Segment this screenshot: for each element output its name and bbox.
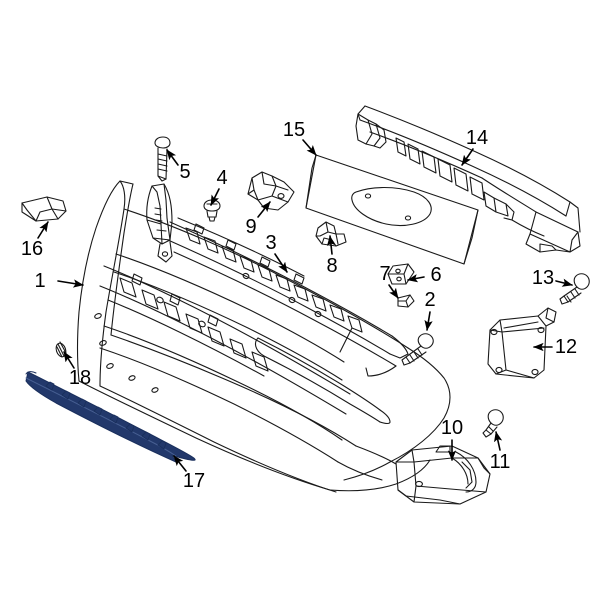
callout-number-15[interactable]: 15 <box>282 119 306 141</box>
callout-number-5[interactable]: 5 <box>179 161 191 183</box>
callout-arrow-14 <box>461 148 474 166</box>
part-7-spacer-clip <box>397 294 415 308</box>
callout-number-18[interactable]: 18 <box>68 367 92 389</box>
part-16-corner-end-bracket <box>21 196 67 222</box>
callout-arrow-3 <box>274 253 288 273</box>
callout-number-17[interactable]: 17 <box>182 470 206 492</box>
part-3b-lower-absorber-bar <box>99 265 351 415</box>
part-14-bumper-reinforcement-bar <box>355 105 581 253</box>
part-6-side-retainer-bracket <box>387 263 415 285</box>
callout-number-12[interactable]: 12 <box>554 336 578 358</box>
part-10-fog-lamp-trim-cover <box>395 445 491 505</box>
callout-number-7[interactable]: 7 <box>379 263 391 285</box>
part-12-side-air-duct <box>487 307 557 379</box>
callout-number-10[interactable]: 10 <box>440 417 464 439</box>
callout-arrow-8 <box>326 235 336 255</box>
callout-number-3[interactable]: 3 <box>265 232 277 254</box>
callout-number-4[interactable]: 4 <box>216 167 228 189</box>
callout-arrow-7 <box>388 284 399 299</box>
part-3-bumper-impact-absorber <box>146 183 409 377</box>
part-9-headlamp-side-bracket <box>247 171 295 211</box>
callout-number-11[interactable]: 11 <box>489 451 511 473</box>
part-17-lower-spoiler-valance <box>25 371 196 463</box>
callout-arrow-1 <box>57 279 84 288</box>
callout-number-1[interactable]: 1 <box>34 270 46 292</box>
callout-arrow-6 <box>407 274 425 283</box>
callout-arrow-9 <box>257 201 271 218</box>
callout-arrow-18 <box>63 351 75 369</box>
callout-arrow-13 <box>555 278 573 287</box>
callout-arrow-16 <box>37 221 49 239</box>
part-13-bolt <box>559 273 590 305</box>
callout-arrow-11 <box>494 431 503 451</box>
callout-number-6[interactable]: 6 <box>430 264 442 286</box>
callout-number-13[interactable]: 13 <box>531 267 555 289</box>
part-18-grommet-clip <box>55 341 67 358</box>
callout-arrow-15 <box>302 139 317 156</box>
callout-number-9[interactable]: 9 <box>245 216 257 238</box>
callout-number-2[interactable]: 2 <box>424 289 436 311</box>
callout-number-14[interactable]: 14 <box>465 127 489 149</box>
callout-arrow-4 <box>210 188 220 206</box>
part-1-front-bumper-cover <box>76 180 451 493</box>
part-11-bolt <box>482 409 504 438</box>
part-15-lower-deflector-panel <box>305 154 479 265</box>
part-5-bolt <box>154 136 171 182</box>
callout-number-8[interactable]: 8 <box>326 255 338 277</box>
part-2-bolt <box>401 333 434 366</box>
callout-arrow-2 <box>424 311 433 331</box>
callout-arrow-5 <box>166 149 179 166</box>
callout-number-16[interactable]: 16 <box>20 238 44 260</box>
callout-arrow-17 <box>173 455 187 472</box>
